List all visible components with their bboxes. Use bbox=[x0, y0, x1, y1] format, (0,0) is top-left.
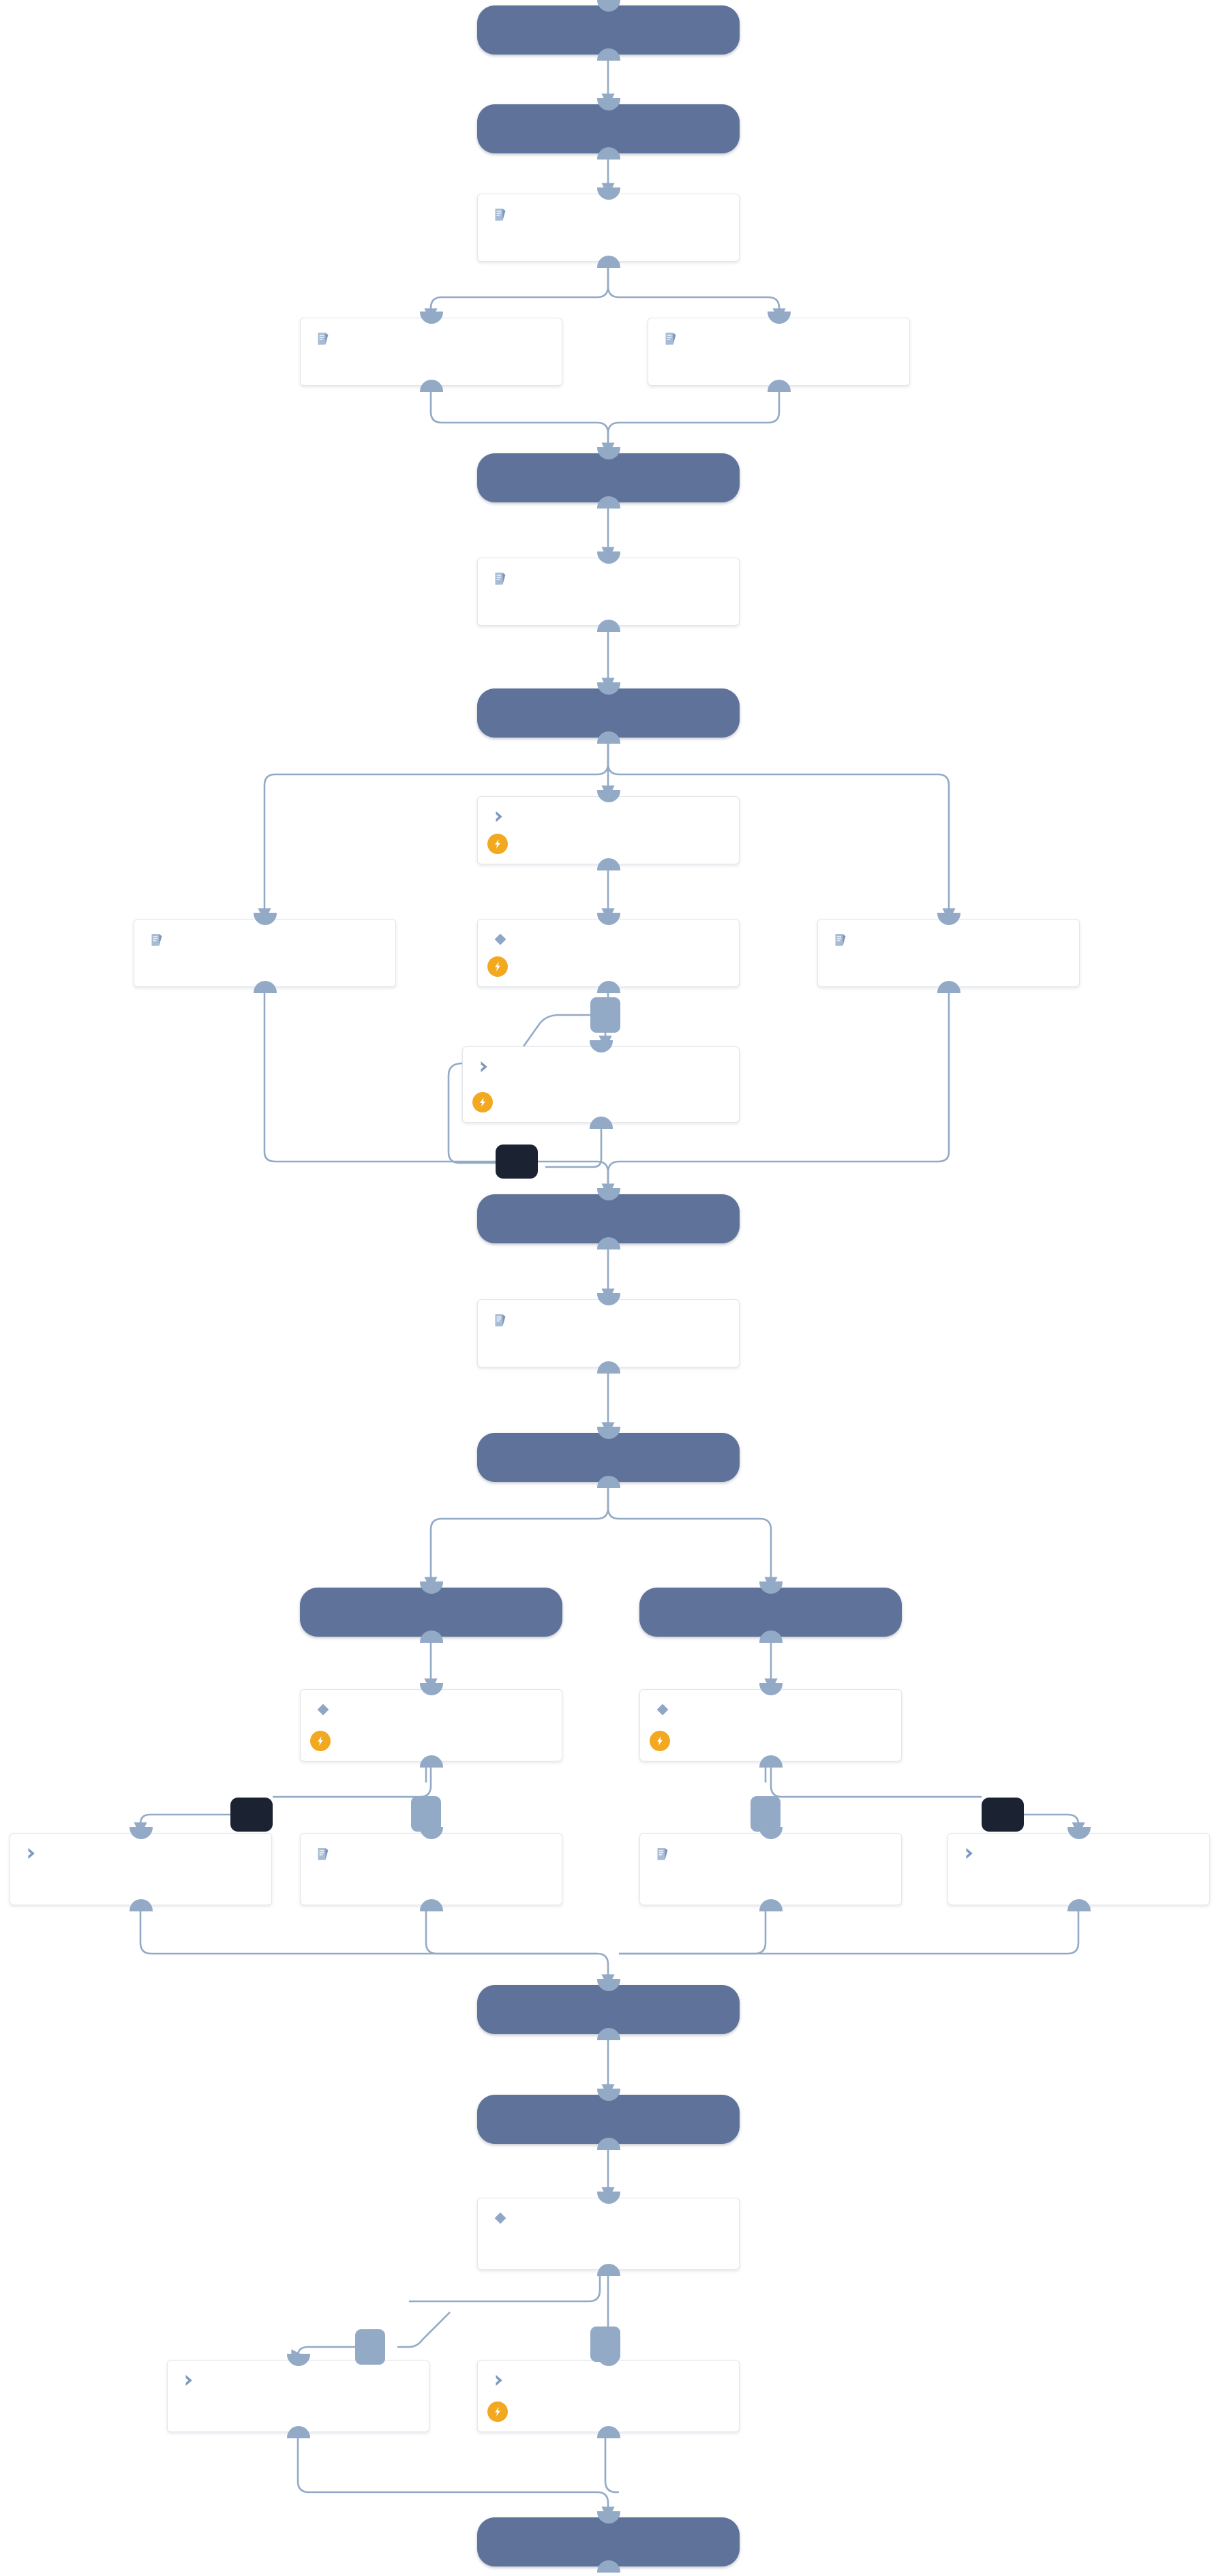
section-sec-remed[interactable] bbox=[477, 1433, 740, 1482]
task-card-t22[interactable] bbox=[648, 318, 910, 386]
task-card-t195[interactable] bbox=[477, 2360, 740, 2432]
branch-label-else[interactable] bbox=[230, 1798, 273, 1832]
task-card-t152[interactable] bbox=[639, 1689, 902, 1761]
connector-port-out[interactable] bbox=[767, 380, 791, 392]
task-card-t151[interactable] bbox=[300, 1689, 562, 1761]
condition-diamond-icon bbox=[313, 1701, 333, 1721]
condition-diamond-icon bbox=[490, 2209, 511, 2230]
connector-port-out[interactable] bbox=[937, 981, 960, 993]
automation-chevron-icon bbox=[960, 1845, 981, 1865]
task-card-t192[interactable] bbox=[477, 2198, 740, 2270]
branch-label-yes[interactable] bbox=[590, 997, 620, 1033]
branch-label-yes[interactable] bbox=[751, 1796, 781, 1832]
automation-lightning-badge-icon bbox=[487, 2401, 508, 2422]
playbook-book-icon bbox=[652, 1845, 673, 1865]
task-card-t188[interactable] bbox=[134, 919, 396, 987]
task-card-t173[interactable] bbox=[948, 1833, 1210, 1905]
connector-port-out[interactable] bbox=[596, 2028, 620, 2040]
connector-port-out[interactable] bbox=[596, 1476, 620, 1488]
task-card-t154[interactable] bbox=[639, 1833, 902, 1905]
playbook-book-icon bbox=[830, 930, 851, 951]
task-card-t55[interactable] bbox=[300, 318, 562, 386]
playbook-book-icon bbox=[490, 569, 511, 590]
playbook-book-icon bbox=[490, 205, 511, 226]
branch-label-no[interactable] bbox=[590, 2327, 620, 2362]
task-card-t177[interactable] bbox=[477, 558, 740, 626]
connector-port-out[interactable] bbox=[596, 731, 620, 744]
condition-diamond-icon bbox=[652, 1701, 673, 1721]
section-sec-enrich[interactable] bbox=[477, 453, 740, 502]
connector-port-out[interactable] bbox=[596, 2138, 620, 2150]
automation-chevron-icon bbox=[180, 2372, 200, 2392]
condition-diamond-icon bbox=[490, 930, 511, 951]
section-sec-triage[interactable] bbox=[477, 104, 740, 153]
task-card-t191[interactable] bbox=[462, 1046, 740, 1123]
playbook-book-icon bbox=[147, 930, 167, 951]
task-card-t182[interactable] bbox=[300, 1833, 562, 1905]
automation-chevron-icon bbox=[490, 808, 511, 828]
task-card-t185[interactable] bbox=[477, 194, 740, 262]
connector-port-out[interactable] bbox=[596, 48, 620, 61]
connector-port-out[interactable] bbox=[596, 1237, 620, 1249]
connector-port-out[interactable] bbox=[596, 147, 620, 160]
branch-label-else[interactable] bbox=[982, 1798, 1024, 1832]
connector-port-out[interactable] bbox=[419, 380, 443, 392]
connector-port-out[interactable] bbox=[129, 1899, 153, 1911]
connector-port-out[interactable] bbox=[596, 256, 620, 268]
section-sec-severity[interactable] bbox=[477, 1194, 740, 1243]
branch-label-yes[interactable] bbox=[411, 1796, 441, 1832]
automation-chevron-icon bbox=[475, 1058, 496, 1078]
playbook-book-icon bbox=[313, 329, 333, 350]
task-card-t181[interactable] bbox=[477, 1299, 740, 1367]
automation-chevron-icon bbox=[22, 1845, 43, 1865]
branch-label-else[interactable] bbox=[496, 1145, 538, 1179]
section-sec-trigger[interactable] bbox=[477, 5, 740, 55]
task-card-t187[interactable] bbox=[817, 919, 1080, 987]
automation-lightning-badge-icon bbox=[650, 1731, 670, 1751]
connector-port-out[interactable] bbox=[596, 2560, 620, 2573]
automation-chevron-icon bbox=[490, 2372, 511, 2392]
section-sec-invest[interactable] bbox=[477, 688, 740, 738]
section-sec-done[interactable] bbox=[477, 2517, 740, 2566]
task-card-t150[interactable] bbox=[10, 1833, 272, 1905]
task-card-t190[interactable] bbox=[477, 919, 740, 987]
section-sec-stoptimer[interactable] bbox=[477, 1985, 740, 2034]
connector-port-out[interactable] bbox=[759, 1755, 783, 1768]
connector-port-out[interactable] bbox=[1067, 1899, 1091, 1911]
connector-port-out[interactable] bbox=[596, 1361, 620, 1374]
connector-port-out[interactable] bbox=[253, 981, 277, 993]
connector-port-out[interactable] bbox=[419, 1755, 443, 1768]
task-card-t194[interactable] bbox=[167, 2360, 429, 2432]
connector-port-out[interactable] bbox=[596, 496, 620, 509]
connector-port-out[interactable] bbox=[596, 981, 620, 993]
connector-port-out[interactable] bbox=[596, 858, 620, 870]
connector-port-out[interactable] bbox=[419, 1631, 443, 1643]
connector-port-out[interactable] bbox=[596, 620, 620, 632]
automation-lightning-badge-icon bbox=[487, 834, 508, 854]
automation-lightning-badge-icon bbox=[472, 1092, 493, 1112]
playbook-book-icon bbox=[490, 1311, 511, 1331]
branch-label-yes[interactable] bbox=[355, 2329, 385, 2365]
connector-port-in[interactable] bbox=[596, 0, 620, 12]
connector-port-out[interactable] bbox=[596, 2426, 620, 2438]
task-card-t189[interactable] bbox=[477, 796, 740, 864]
connector-port-out[interactable] bbox=[589, 1117, 613, 1129]
playbook-book-icon bbox=[661, 329, 681, 350]
section-sec-block[interactable] bbox=[639, 1588, 902, 1637]
section-sec-resolution[interactable] bbox=[477, 2095, 740, 2144]
automation-lightning-badge-icon bbox=[487, 956, 508, 977]
connector-port-out[interactable] bbox=[286, 2426, 310, 2438]
connector-port-out[interactable] bbox=[596, 2264, 620, 2276]
connector-port-out[interactable] bbox=[759, 1899, 783, 1911]
playbook-book-icon bbox=[313, 1845, 333, 1865]
connector-port-out[interactable] bbox=[419, 1899, 443, 1911]
connector-port-out[interactable] bbox=[759, 1631, 783, 1643]
automation-lightning-badge-icon bbox=[310, 1731, 331, 1751]
section-sec-sde[interactable] bbox=[300, 1588, 562, 1637]
